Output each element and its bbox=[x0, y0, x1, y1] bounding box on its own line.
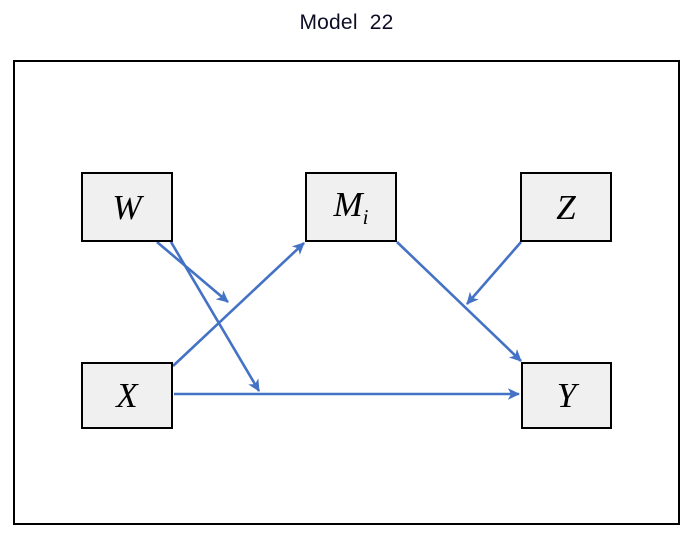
edge-w-to-xy-path bbox=[169, 241, 261, 392]
node-label-m: Mi bbox=[334, 187, 369, 228]
edge-x-to-m bbox=[172, 242, 305, 367]
node-box-m[interactable]: Mi bbox=[305, 172, 397, 242]
edge-w-to-xm-path bbox=[156, 241, 229, 303]
edge-z-to-my-path bbox=[466, 241, 522, 305]
node-label-m-base: M bbox=[333, 184, 363, 224]
edge-m-to-y bbox=[396, 241, 522, 362]
node-label-x: X bbox=[116, 376, 138, 415]
node-box-w[interactable]: W bbox=[81, 172, 173, 242]
node-box-y[interactable]: Y bbox=[521, 362, 612, 429]
node-box-x[interactable]: X bbox=[81, 362, 173, 429]
node-label-y: Y bbox=[556, 376, 577, 415]
node-label-m-subscript: i bbox=[362, 204, 369, 229]
diagram-frame bbox=[13, 60, 680, 525]
node-box-z[interactable]: Z bbox=[520, 172, 612, 242]
node-label-z: Z bbox=[556, 187, 576, 227]
page-title: Model 22 bbox=[299, 11, 394, 34]
node-label-w: W bbox=[112, 187, 142, 227]
